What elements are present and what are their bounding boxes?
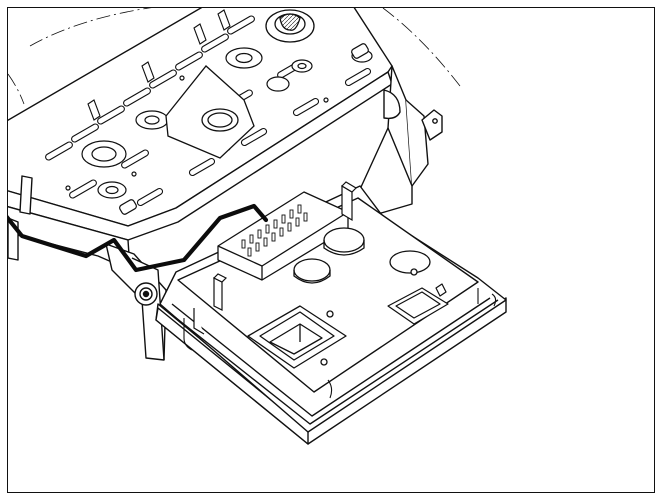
housing-recess: [247, 305, 347, 369]
mounting-pad: [165, 65, 255, 159]
connector-pins: [241, 204, 308, 257]
housing-right-recess: [387, 283, 449, 325]
connection-cable: [8, 203, 269, 273]
mounting-holes: [65, 43, 373, 215]
phantom-lines: [8, 8, 461, 105]
housing-edge-details: [183, 288, 497, 399]
top-boss: [265, 9, 315, 43]
cable-clips: [87, 9, 231, 121]
technical-drawing: [8, 8, 507, 445]
technical-drawing-frame: [7, 7, 655, 493]
housing-posts: [193, 181, 357, 335]
housing-caps: [293, 227, 431, 284]
